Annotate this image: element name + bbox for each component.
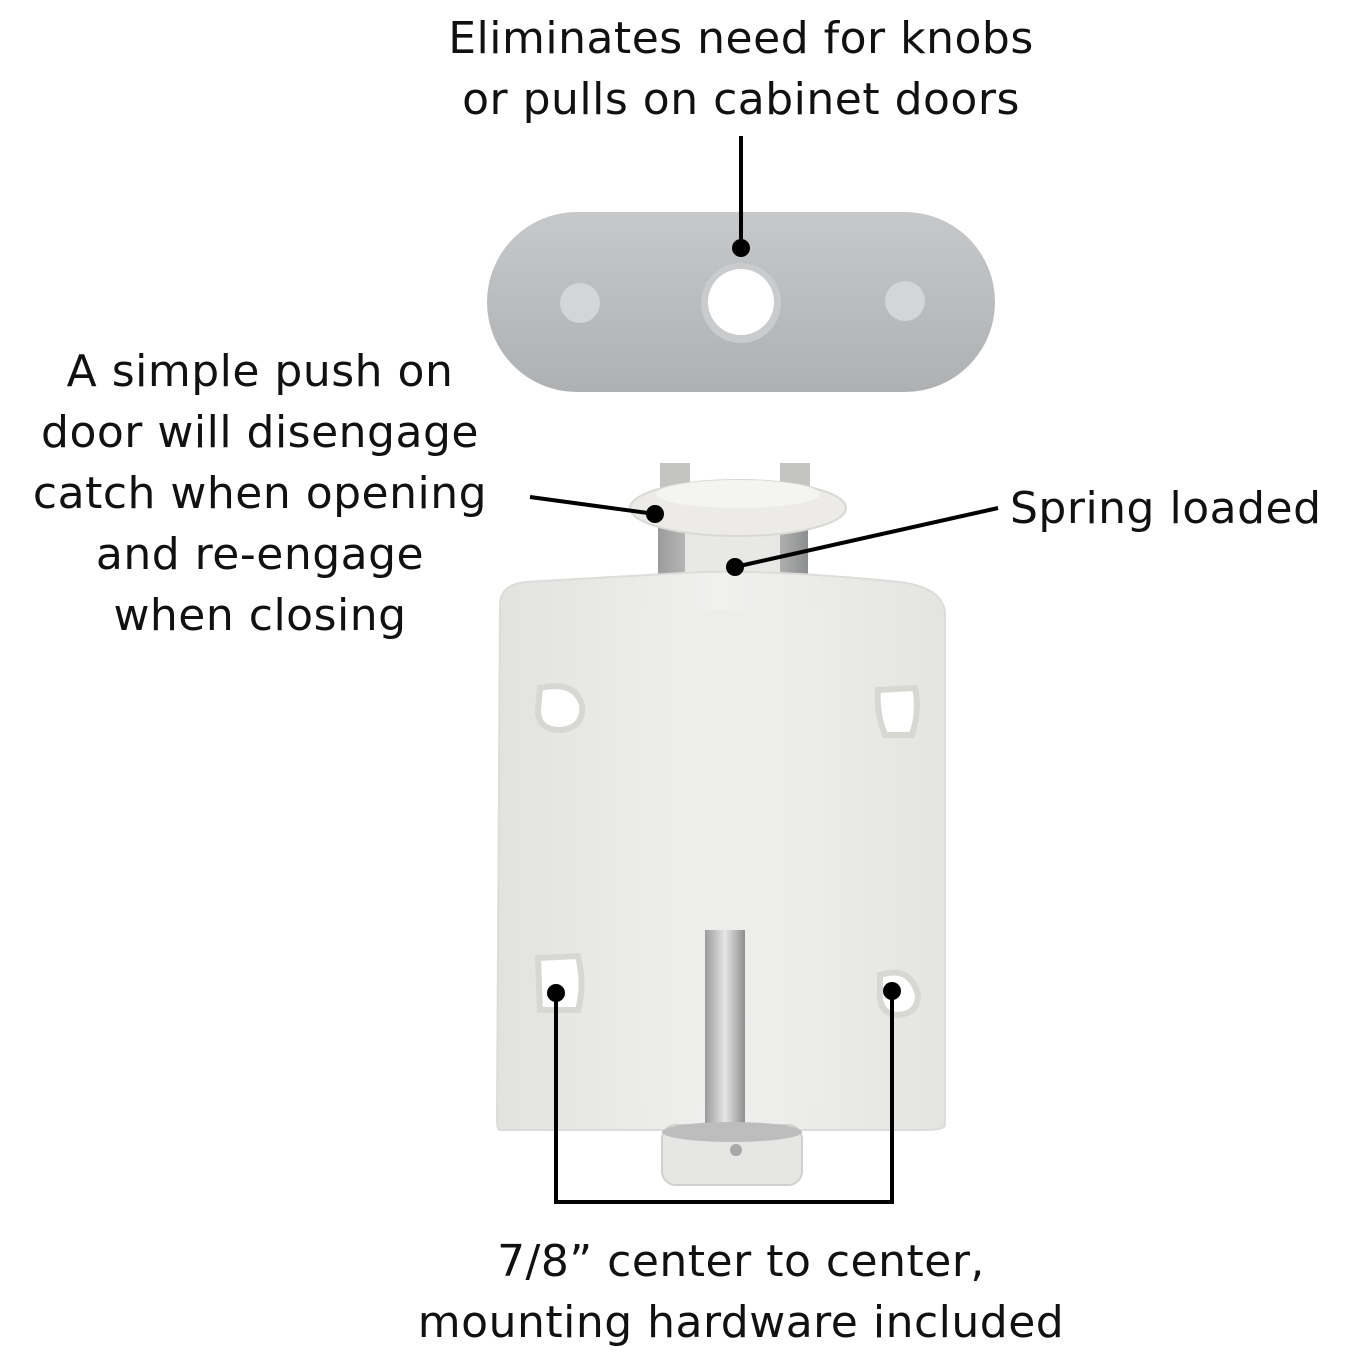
callout-left-line-5: when closing	[113, 590, 407, 641]
callout-top: Eliminates need for knobs or pulls on ca…	[391, 8, 1091, 130]
callout-bottom-line-2: mounting hardware included	[417, 1297, 1065, 1348]
callout-left: A simple push on door will disengage cat…	[0, 341, 520, 646]
strike-plate	[487, 212, 995, 392]
callout-left-line-2: door will disengage	[41, 407, 479, 458]
spring-slot	[705, 930, 745, 1125]
callout-left-line-4: and re-engage	[95, 529, 425, 580]
callout-left-line-3: catch when opening	[32, 468, 488, 519]
plate-screw-right	[885, 281, 925, 321]
mount-hole-top-left	[534, 683, 586, 734]
plate-screw-left	[560, 283, 600, 323]
plate-center-hole	[708, 269, 774, 335]
callout-bottom-line-1: 7/8” center to center,	[497, 1236, 985, 1287]
leader-dots	[547, 239, 901, 1002]
callout-right-line-1: Spring loaded	[1010, 483, 1322, 534]
callout-left-line-1: A simple push on	[66, 346, 454, 397]
callout-bottom: 7/8” center to center, mounting hardware…	[366, 1231, 1116, 1353]
callout-top-line-1: Eliminates need for knobs	[448, 13, 1034, 64]
catch-body	[495, 463, 946, 1186]
leader-lines	[529, 136, 999, 1204]
mount-hole-top-right	[874, 684, 920, 738]
callout-right: Spring loaded	[1010, 478, 1370, 539]
callout-top-line-2: or pulls on cabinet doors	[462, 74, 1020, 125]
mount-hole-bottom-left	[534, 952, 585, 1013]
